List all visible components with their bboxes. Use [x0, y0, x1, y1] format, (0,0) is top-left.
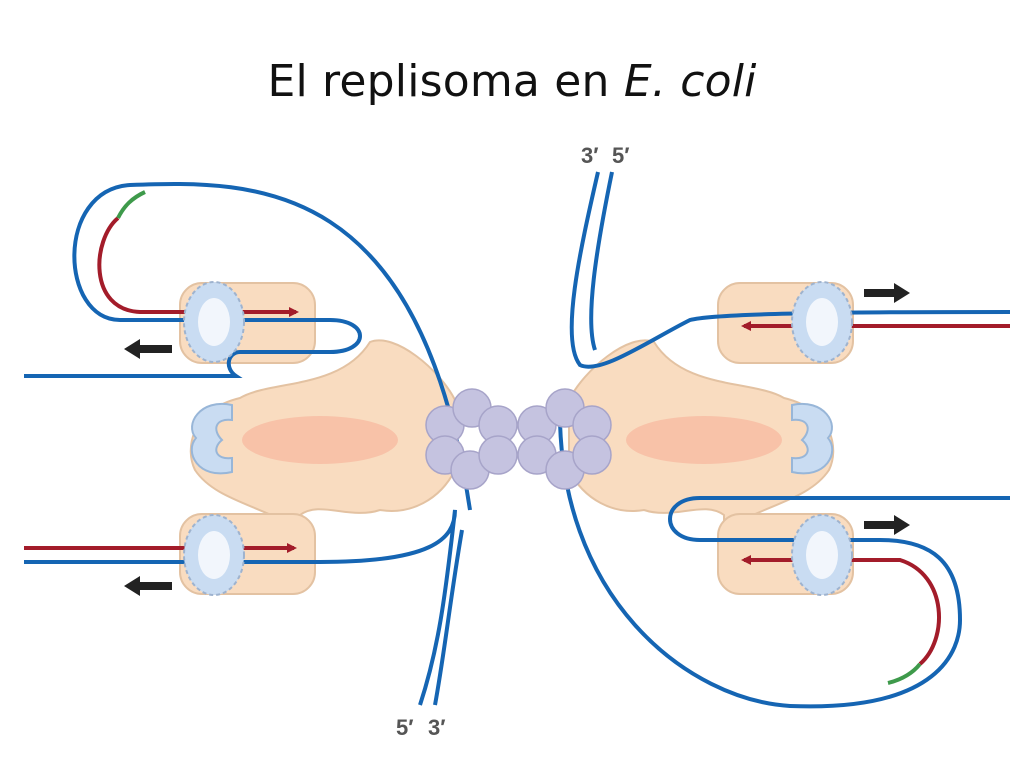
side-subunits	[190, 402, 834, 475]
strand-labels: 3′ 5′ 5′ 3′	[396, 143, 630, 740]
clamp-bottom-left	[183, 514, 245, 596]
okazaki-fragment-left	[97, 216, 299, 317]
clamp-loader-complex	[189, 339, 835, 532]
primer-right	[887, 662, 922, 685]
title-organism: E. coli	[623, 56, 757, 107]
helicase-subunit	[572, 435, 612, 475]
direction-arrows	[124, 283, 910, 596]
okazaki-fragment-right	[741, 555, 941, 666]
sliding-clamps	[183, 281, 853, 596]
right-lagging-template	[557, 399, 1010, 709]
helicase	[425, 388, 612, 490]
rna-primers	[116, 190, 922, 685]
helicase-subunit	[478, 435, 518, 475]
new-dna	[24, 216, 1010, 666]
right-top-strand-b	[589, 171, 614, 351]
arrow-left-icon	[124, 339, 172, 359]
arrow-left-icon	[124, 576, 172, 596]
clamp-top-right	[791, 281, 853, 363]
label-bottom-3prime: 3′	[428, 715, 446, 740]
primer-left	[116, 190, 146, 219]
arrow-right-icon	[864, 515, 910, 535]
label-top-5prime: 5′	[612, 143, 630, 168]
label-top-3prime: 3′	[581, 143, 599, 168]
subunit-left	[190, 402, 233, 475]
left-lagging-template	[24, 181, 472, 511]
parental-dna	[24, 171, 1011, 709]
polymerase-core-left	[242, 416, 398, 464]
left-leading-template-partner	[433, 529, 464, 706]
subunit-right	[791, 402, 834, 475]
arrow-right-icon	[864, 283, 910, 303]
left-leading-template	[24, 509, 457, 706]
clamp-bottom-right	[791, 514, 853, 596]
slide-title: El replisoma en E. coli	[0, 56, 1024, 107]
label-bottom-5prime: 5′	[396, 715, 414, 740]
polymerase-core-right	[626, 416, 782, 464]
title-text: El replisoma en	[267, 56, 624, 107]
clamp-top-left	[183, 281, 245, 363]
